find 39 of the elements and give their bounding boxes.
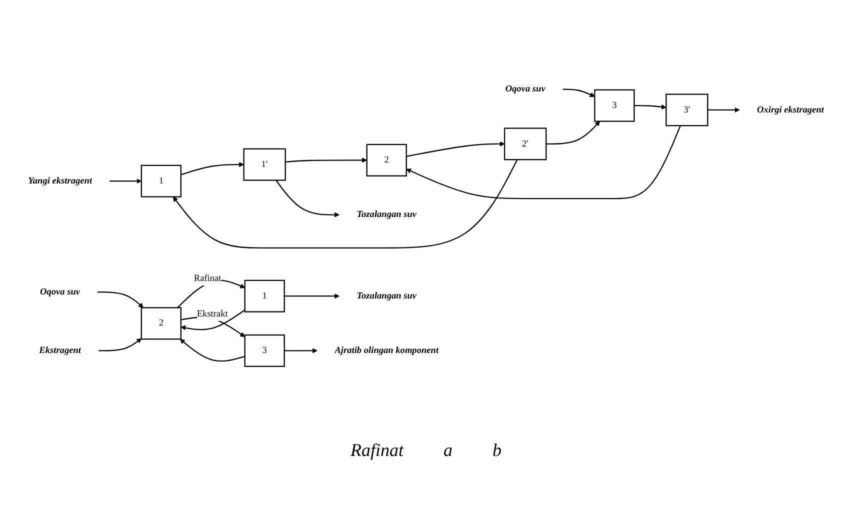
edge-label: Ekstrakt [196, 308, 228, 319]
arrow [172, 159, 518, 248]
node-box: 2 [140, 307, 182, 340]
arrow [180, 309, 246, 330]
node-box: 2 [366, 144, 407, 176]
arrow [406, 125, 681, 200]
arrow [180, 162, 244, 176]
arrow [284, 348, 318, 354]
node-box: 3 [244, 334, 285, 367]
node-text: Ajratib olingan komponent [334, 345, 439, 356]
arrow [284, 294, 340, 299]
note-label: Rafinat [350, 440, 404, 461]
arrow [546, 121, 600, 144]
node-text: Oqova suv [505, 84, 546, 94]
node-box: 1′ [243, 148, 286, 181]
node-text: Ekstragent [39, 345, 81, 356]
node-box: 2′ [504, 128, 547, 160]
arrow [708, 107, 740, 112]
arrow [98, 338, 142, 352]
arrow [634, 104, 666, 110]
arrow [562, 88, 595, 97]
arrow [98, 291, 144, 308]
note-label: b [492, 440, 502, 461]
node-text: Oxirgi ekstragent [757, 104, 824, 115]
edge-label: Rafinat [194, 273, 222, 284]
arrow [109, 178, 142, 184]
note-label: a [444, 440, 452, 461]
node-box: 1 [244, 280, 285, 312]
node-box: 3 [594, 89, 635, 122]
node-box: 3′ [666, 94, 708, 126]
node-text: Tozalangan suv [356, 290, 417, 301]
arrow [406, 141, 505, 157]
node-text: Yangi ekstragent [28, 176, 92, 186]
arrow [276, 180, 340, 218]
node-text: Oqova suv [40, 286, 80, 297]
arrow [180, 338, 245, 362]
arrow [285, 158, 368, 163]
node-text: Tozalangan suv [356, 210, 417, 220]
node-box: 1 [140, 164, 182, 198]
